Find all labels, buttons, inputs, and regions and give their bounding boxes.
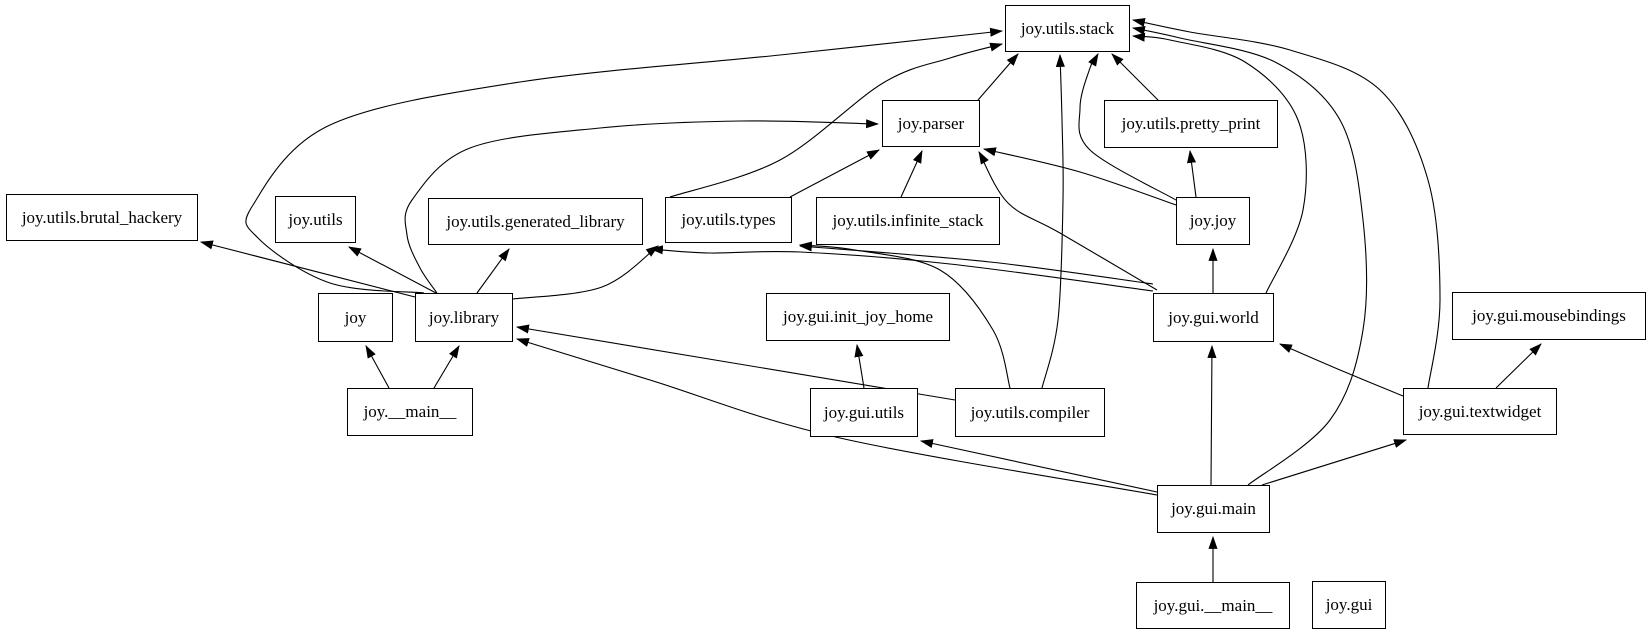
- node-label: joy: [344, 307, 367, 327]
- node-label: joy.parser: [897, 113, 965, 133]
- node-label: joy.gui.__main__: [1153, 595, 1273, 615]
- edge-compiler-to-types: [798, 241, 1011, 389]
- node-brutal_hackery: joy.utils.brutal_hackery: [6, 194, 198, 241]
- edge-library-to-generated_library: [476, 248, 510, 294]
- edge-library-to-stack: [245, 27, 1004, 294]
- node-compiler: joy.utils.compiler: [955, 388, 1105, 437]
- edge-library-to-brutal_hackery: [199, 240, 416, 298]
- node-parser: joy.parser: [882, 100, 980, 147]
- node-label: joy.utils.compiler: [970, 402, 1090, 422]
- edge-gui_main-to-library: [515, 338, 1158, 496]
- edge-textwidget-to-world: [1279, 343, 1404, 397]
- edge-library-to-parser: [404, 119, 880, 294]
- node-stack: joy.utils.stack: [1005, 5, 1130, 52]
- node-gui: joy.gui: [1312, 581, 1386, 629]
- edge-pretty_print-to-stack: [1111, 53, 1159, 101]
- edge-library-to-types: [512, 245, 659, 300]
- edge-world-to-parser: [978, 151, 1158, 291]
- edge-textwidget-to-mousebindings: [1495, 343, 1542, 389]
- node-joy: joy: [318, 293, 393, 342]
- edge-gui_main-to-world: [1207, 344, 1217, 486]
- node-gui_main: joy.gui.main: [1157, 485, 1270, 533]
- node-label: joy.gui.main: [1171, 499, 1256, 518]
- edge-world-to-stack: [1131, 32, 1307, 294]
- node-pretty_print: joy.utils.pretty_print: [1104, 100, 1278, 148]
- node-label: joy.utils.pretty_print: [1121, 114, 1261, 133]
- edge-gui_utils-to-init_joy_home: [854, 343, 865, 389]
- edge-world-to-types: [798, 242, 1154, 285]
- node-label: joy.joy: [1189, 211, 1237, 230]
- node-init_joy_home: joy.gui.init_joy_home: [766, 293, 950, 341]
- edge-world-to-generated_library: [649, 245, 1154, 292]
- node-label: joy.library: [428, 307, 500, 327]
- edge-joy_main-to-library: [433, 345, 460, 389]
- node-label: joy.utils: [288, 209, 343, 229]
- node-label: joy.gui.utils: [823, 402, 905, 422]
- node-label: joy.utils.types: [681, 210, 776, 229]
- edges: [199, 18, 1542, 582]
- node-label: joy.__main__: [363, 402, 457, 421]
- node-library: joy.library: [415, 293, 513, 342]
- node-generated_library: joy.utils.generated_library: [428, 198, 643, 245]
- edge-gui_main-to-gui_utils: [919, 439, 1158, 493]
- edge-infinite_stack-to-parser: [900, 150, 923, 198]
- edge-compiler-to-library: [515, 324, 956, 401]
- node-gui_main_main: joy.gui.__main__: [1136, 582, 1290, 629]
- edge-parser-to-stack: [977, 53, 1019, 101]
- edge-gui_main-to-stack: [1131, 26, 1368, 486]
- node-label: joy.gui.mousebindings: [1472, 306, 1626, 325]
- node-label: joy.utils.stack: [1020, 18, 1115, 38]
- node-label: joy.gui.init_joy_home: [782, 307, 933, 326]
- node-label: joy.gui.textwidget: [1418, 401, 1542, 421]
- edge-joy_main-to-joy: [365, 345, 390, 389]
- edge-textwidget-to-stack: [1131, 18, 1441, 389]
- edge-joyjoy-to-parser: [982, 147, 1177, 206]
- node-world: joy.gui.world: [1153, 293, 1274, 342]
- node-label: joy.gui.world: [1168, 307, 1259, 327]
- node-gui_utils: joy.gui.utils: [810, 388, 918, 437]
- edge-joyjoy-to-stack: [1078, 53, 1177, 201]
- node-label: joy.utils.brutal_hackery: [21, 207, 183, 227]
- node-mousebindings: joy.gui.mousebindings: [1452, 292, 1646, 340]
- edge-library-to-utils: [348, 246, 437, 294]
- edge-joyjoy-to-pretty_print: [1187, 149, 1197, 198]
- node-label: joy.utils.infinite_stack: [832, 211, 984, 230]
- edge-compiler-to-stack: [1041, 53, 1065, 389]
- node-label: joy.gui: [1325, 595, 1373, 614]
- node-joyjoy: joy.joy: [1176, 197, 1250, 245]
- node-joy_main: joy.__main__: [347, 388, 473, 436]
- edge-types-to-stack: [669, 42, 1004, 198]
- node-utils: joy.utils: [275, 196, 356, 243]
- edge-gui_main-to-textwidget: [1261, 439, 1408, 486]
- node-infinite_stack: joy.utils.infinite_stack: [816, 197, 1000, 245]
- node-label: joy.utils.generated_library: [446, 211, 625, 231]
- node-textwidget: joy.gui.textwidget: [1403, 388, 1557, 435]
- node-types: joy.utils.types: [665, 197, 792, 243]
- edge-types-to-parser: [789, 149, 880, 198]
